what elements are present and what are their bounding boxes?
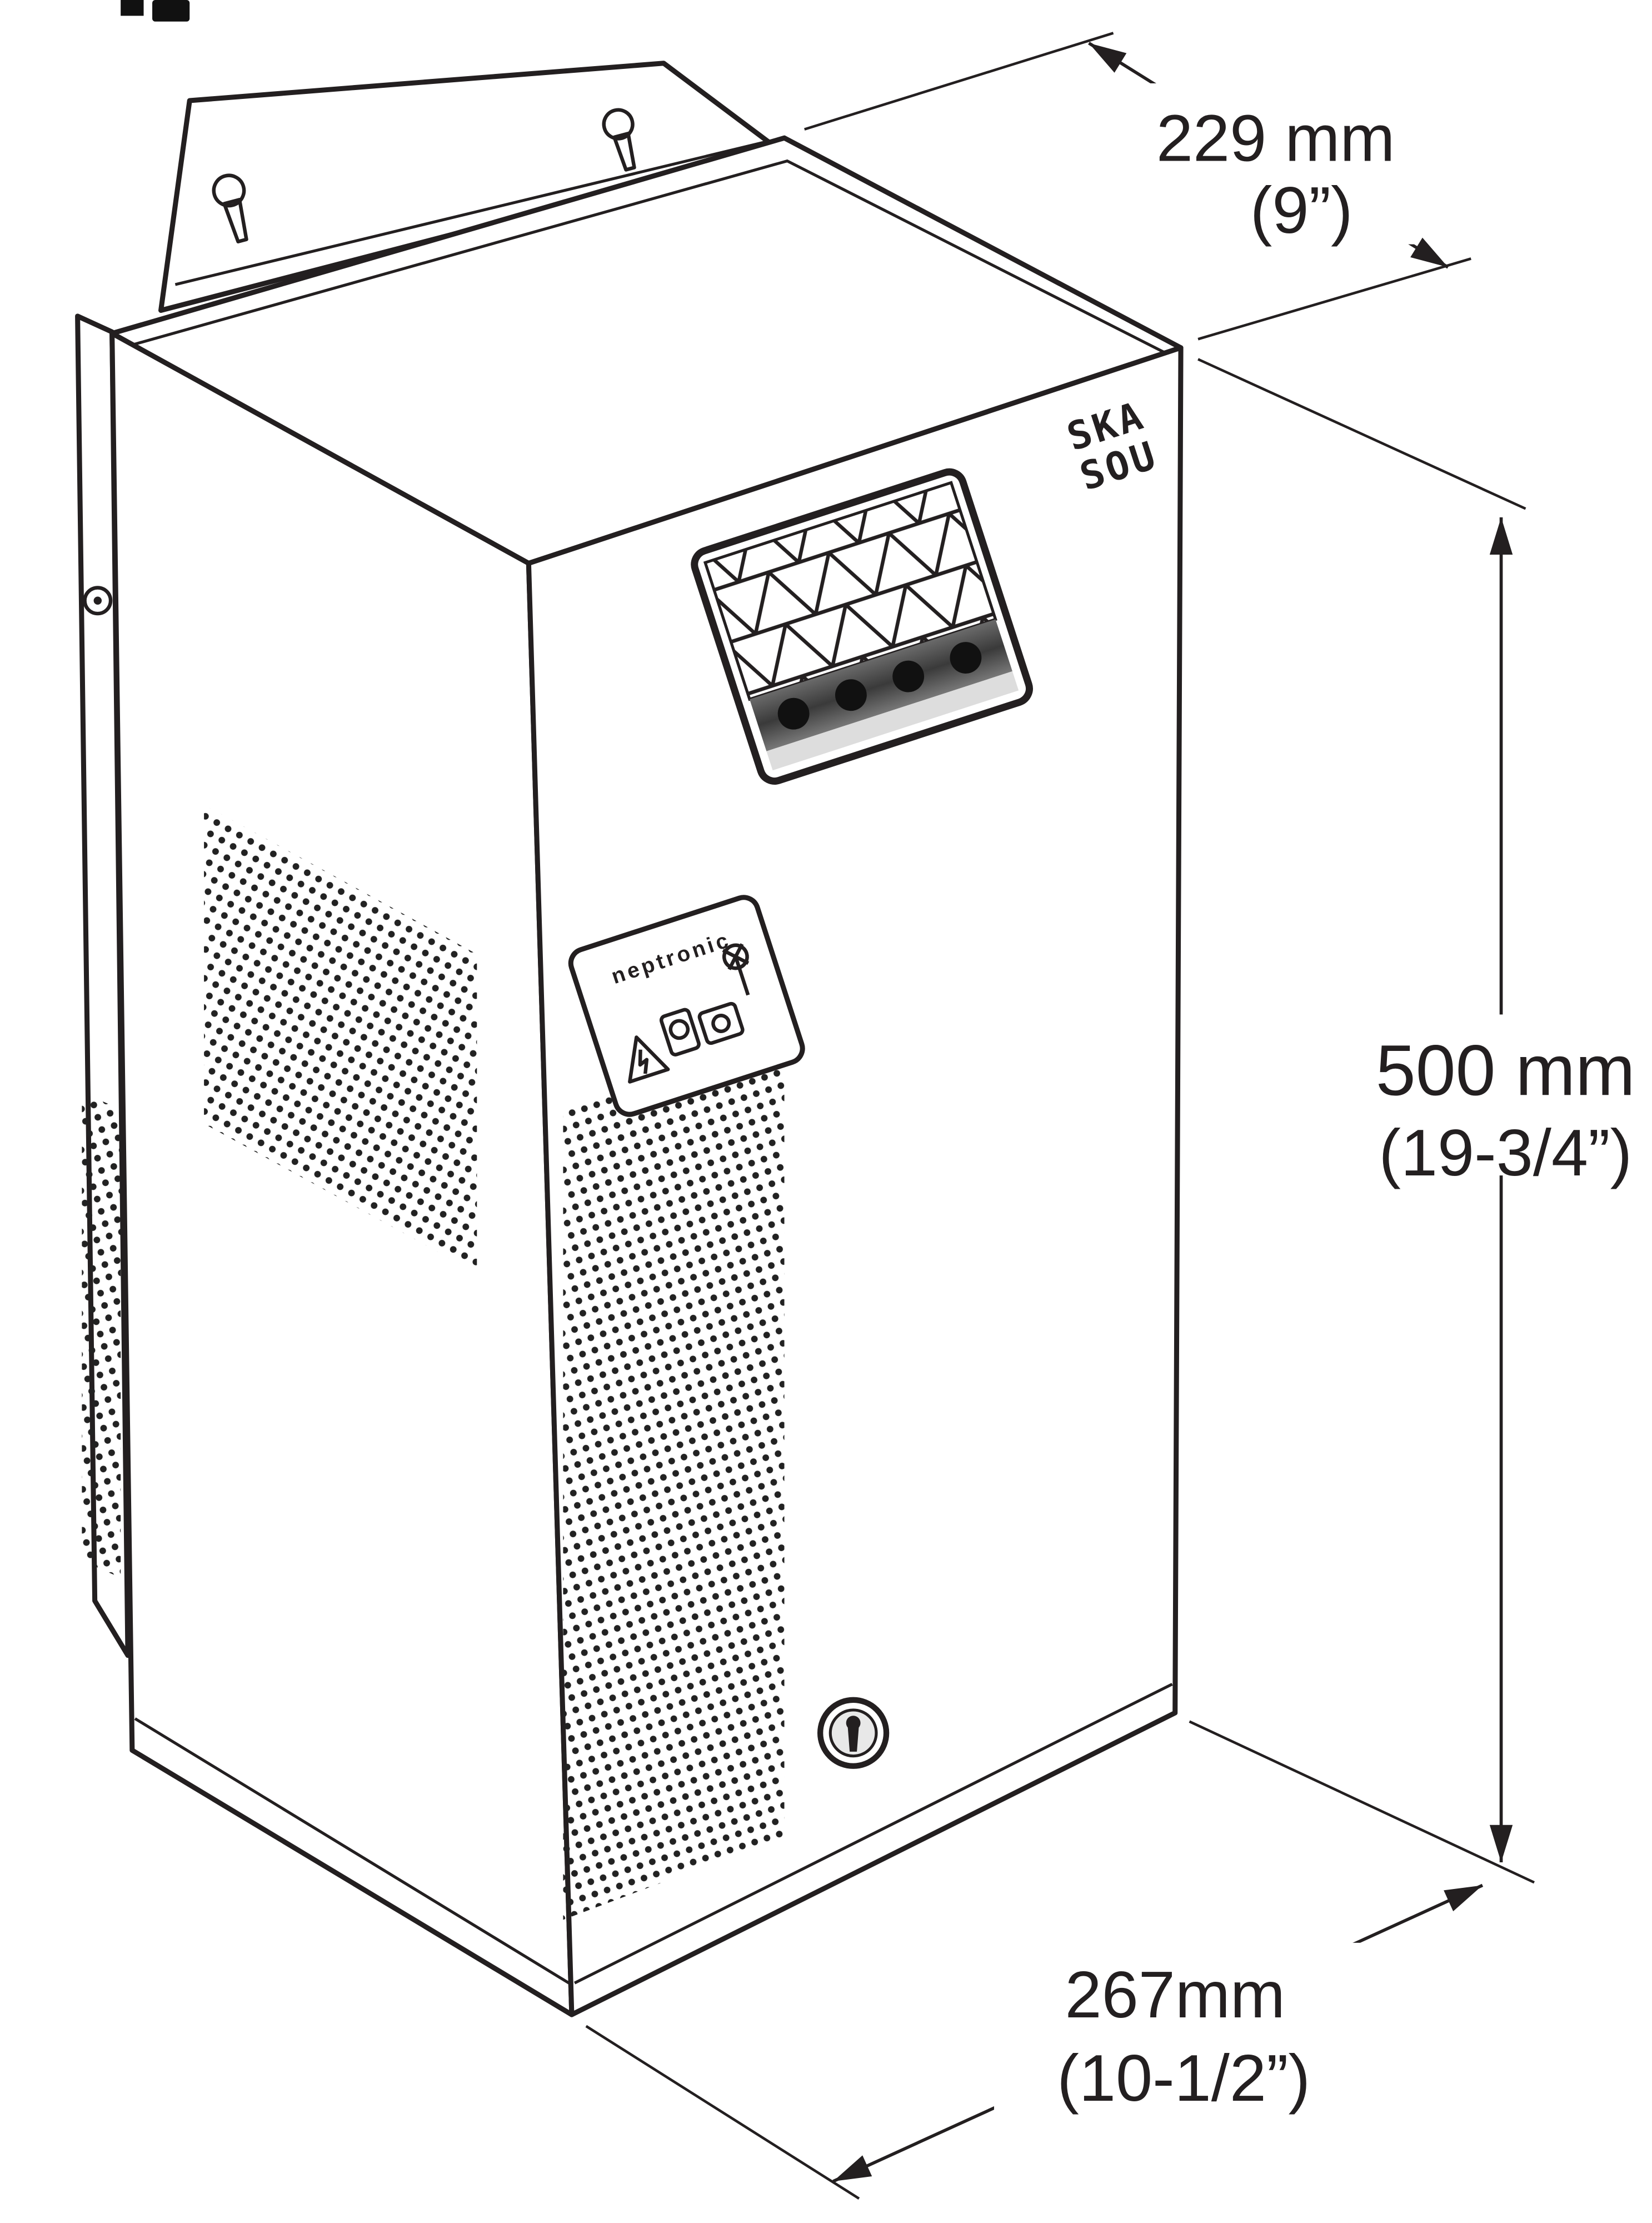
mounting-screw [83,586,113,616]
keyhole-slot-left [212,173,248,244]
extension-line [1189,1720,1535,1884]
display-bottom-trim [766,671,1019,771]
status-led [835,679,867,711]
extension-line [804,32,1114,131]
arrowhead [1444,1885,1483,1912]
height-dimension-value: 500 mm [1376,1030,1635,1110]
key-lock [817,1697,890,1769]
status-led [892,660,925,692]
cabinet-lid-seam [132,159,1173,358]
display-window [691,468,1033,785]
wall-plate-vent-strip [82,1092,121,1578]
width-dimension-value: 267mm [1065,1958,1285,2032]
ventilation-grille-left [204,804,477,1273]
arrowhead [1089,43,1127,73]
width-dimension-imperial: (10-1/2”) [1057,2041,1310,2115]
brand-label: neptronic [568,895,805,1117]
side-bottom-seam [134,1717,570,1985]
status-led [777,697,810,730]
display-lattice [703,481,997,701]
arrowhead [1489,1825,1513,1863]
keyhole-slot-right [602,108,636,172]
depth-dimension-imperial: (9”) [1250,173,1353,247]
extension-line [1197,358,1526,510]
status-led [950,642,982,674]
arrowhead [1410,237,1448,267]
dimension-annotation-width: 267mm (10-1/2”) [585,1883,1484,2200]
front-bottom-seam [573,1683,1173,1985]
label-pictograms [628,943,750,1084]
ventilation-grille-front [563,1026,785,1920]
dimension-annotation-depth: 229 mm (9”) [804,32,1471,341]
depth-dimension-value: 229 mm [1156,102,1395,176]
dimension-text-backing [1364,1014,1645,1176]
mounting-bracket [158,61,781,313]
extension-line [1197,257,1471,341]
dimension-text-backing [1149,83,1415,245]
arrowhead [833,2155,872,2182]
arrowhead [1489,517,1513,555]
height-dimension-imperial: (19-3/4”) [1379,1116,1632,1190]
dimension-annotation-height: 500 mm (19-3/4”) [1189,358,1645,1884]
led-band [750,619,1012,751]
dimension-text-backing [994,1942,1361,2112]
cropped-label-fragment [121,0,190,22]
extension-line [585,2025,860,2200]
